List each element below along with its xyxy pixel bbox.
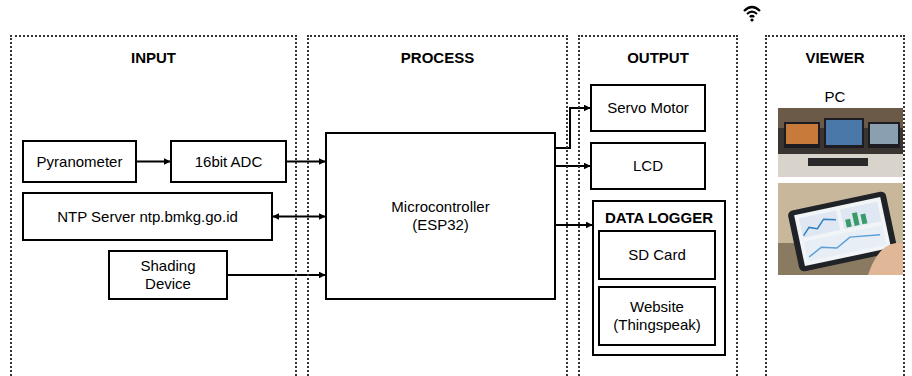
- tablet-photo: [778, 183, 903, 275]
- website-box: Website (Thingspeak): [598, 286, 716, 346]
- panel-heading: OUTPUT: [580, 49, 736, 67]
- process-panel: PROCESS Microcontroller (ESP32): [307, 35, 568, 376]
- microcontroller-box: Microcontroller (ESP32): [325, 132, 556, 300]
- box-label: Servo Motor: [607, 99, 689, 117]
- sd-card-box: SD Card: [598, 230, 716, 280]
- pc-photo: [778, 108, 903, 177]
- arrow-connector: [228, 274, 325, 276]
- box-label: Pyranometer: [37, 153, 123, 171]
- arrow-connector: [137, 161, 170, 163]
- output-panel: OUTPUT Servo MotorLCD DATA LOGGER SD CardWe…: [578, 35, 738, 376]
- adc-box: 16bit ADC: [170, 140, 287, 183]
- box-label: Shading Device: [128, 257, 208, 293]
- viewer-panel: VIEWER PC: [765, 35, 905, 376]
- arrow-connector: [556, 165, 590, 167]
- box-label: Website (Thingspeak): [607, 298, 707, 334]
- panel-label: PC: [767, 88, 903, 106]
- arrow-connector: [556, 108, 590, 148]
- input-panel: INPUT Pyranometer 16bit ADC NTP Server ntp.…: [10, 35, 297, 376]
- box-label: 16bit ADC: [195, 153, 263, 171]
- data-logger-group: DATA LOGGER SD CardWebsite (Thingspeak): [592, 200, 726, 356]
- lcd-box: LCD: [590, 142, 706, 190]
- shading-device-box: Shading Device: [108, 250, 228, 300]
- panel-heading: INPUT: [12, 49, 295, 67]
- panel-heading: VIEWER: [767, 49, 903, 67]
- box-label: Microcontroller (ESP32): [376, 198, 506, 234]
- box-label: LCD: [633, 157, 663, 175]
- wifi-icon: [742, 4, 762, 22]
- sensor-box: Pyranometer: [22, 140, 137, 183]
- arrow-connector: [287, 161, 325, 163]
- panel-heading: DATA LOGGER: [594, 209, 724, 227]
- arrow-connector: [273, 216, 325, 218]
- arrow-connector: [556, 224, 592, 226]
- ntp-server-box: NTP Server ntp.bmkg.go.id: [22, 192, 273, 241]
- box-label: SD Card: [628, 246, 686, 264]
- panel-heading: PROCESS: [309, 49, 566, 67]
- servo-box: Servo Motor: [590, 84, 706, 132]
- box-label: NTP Server ntp.bmkg.go.id: [57, 208, 238, 226]
